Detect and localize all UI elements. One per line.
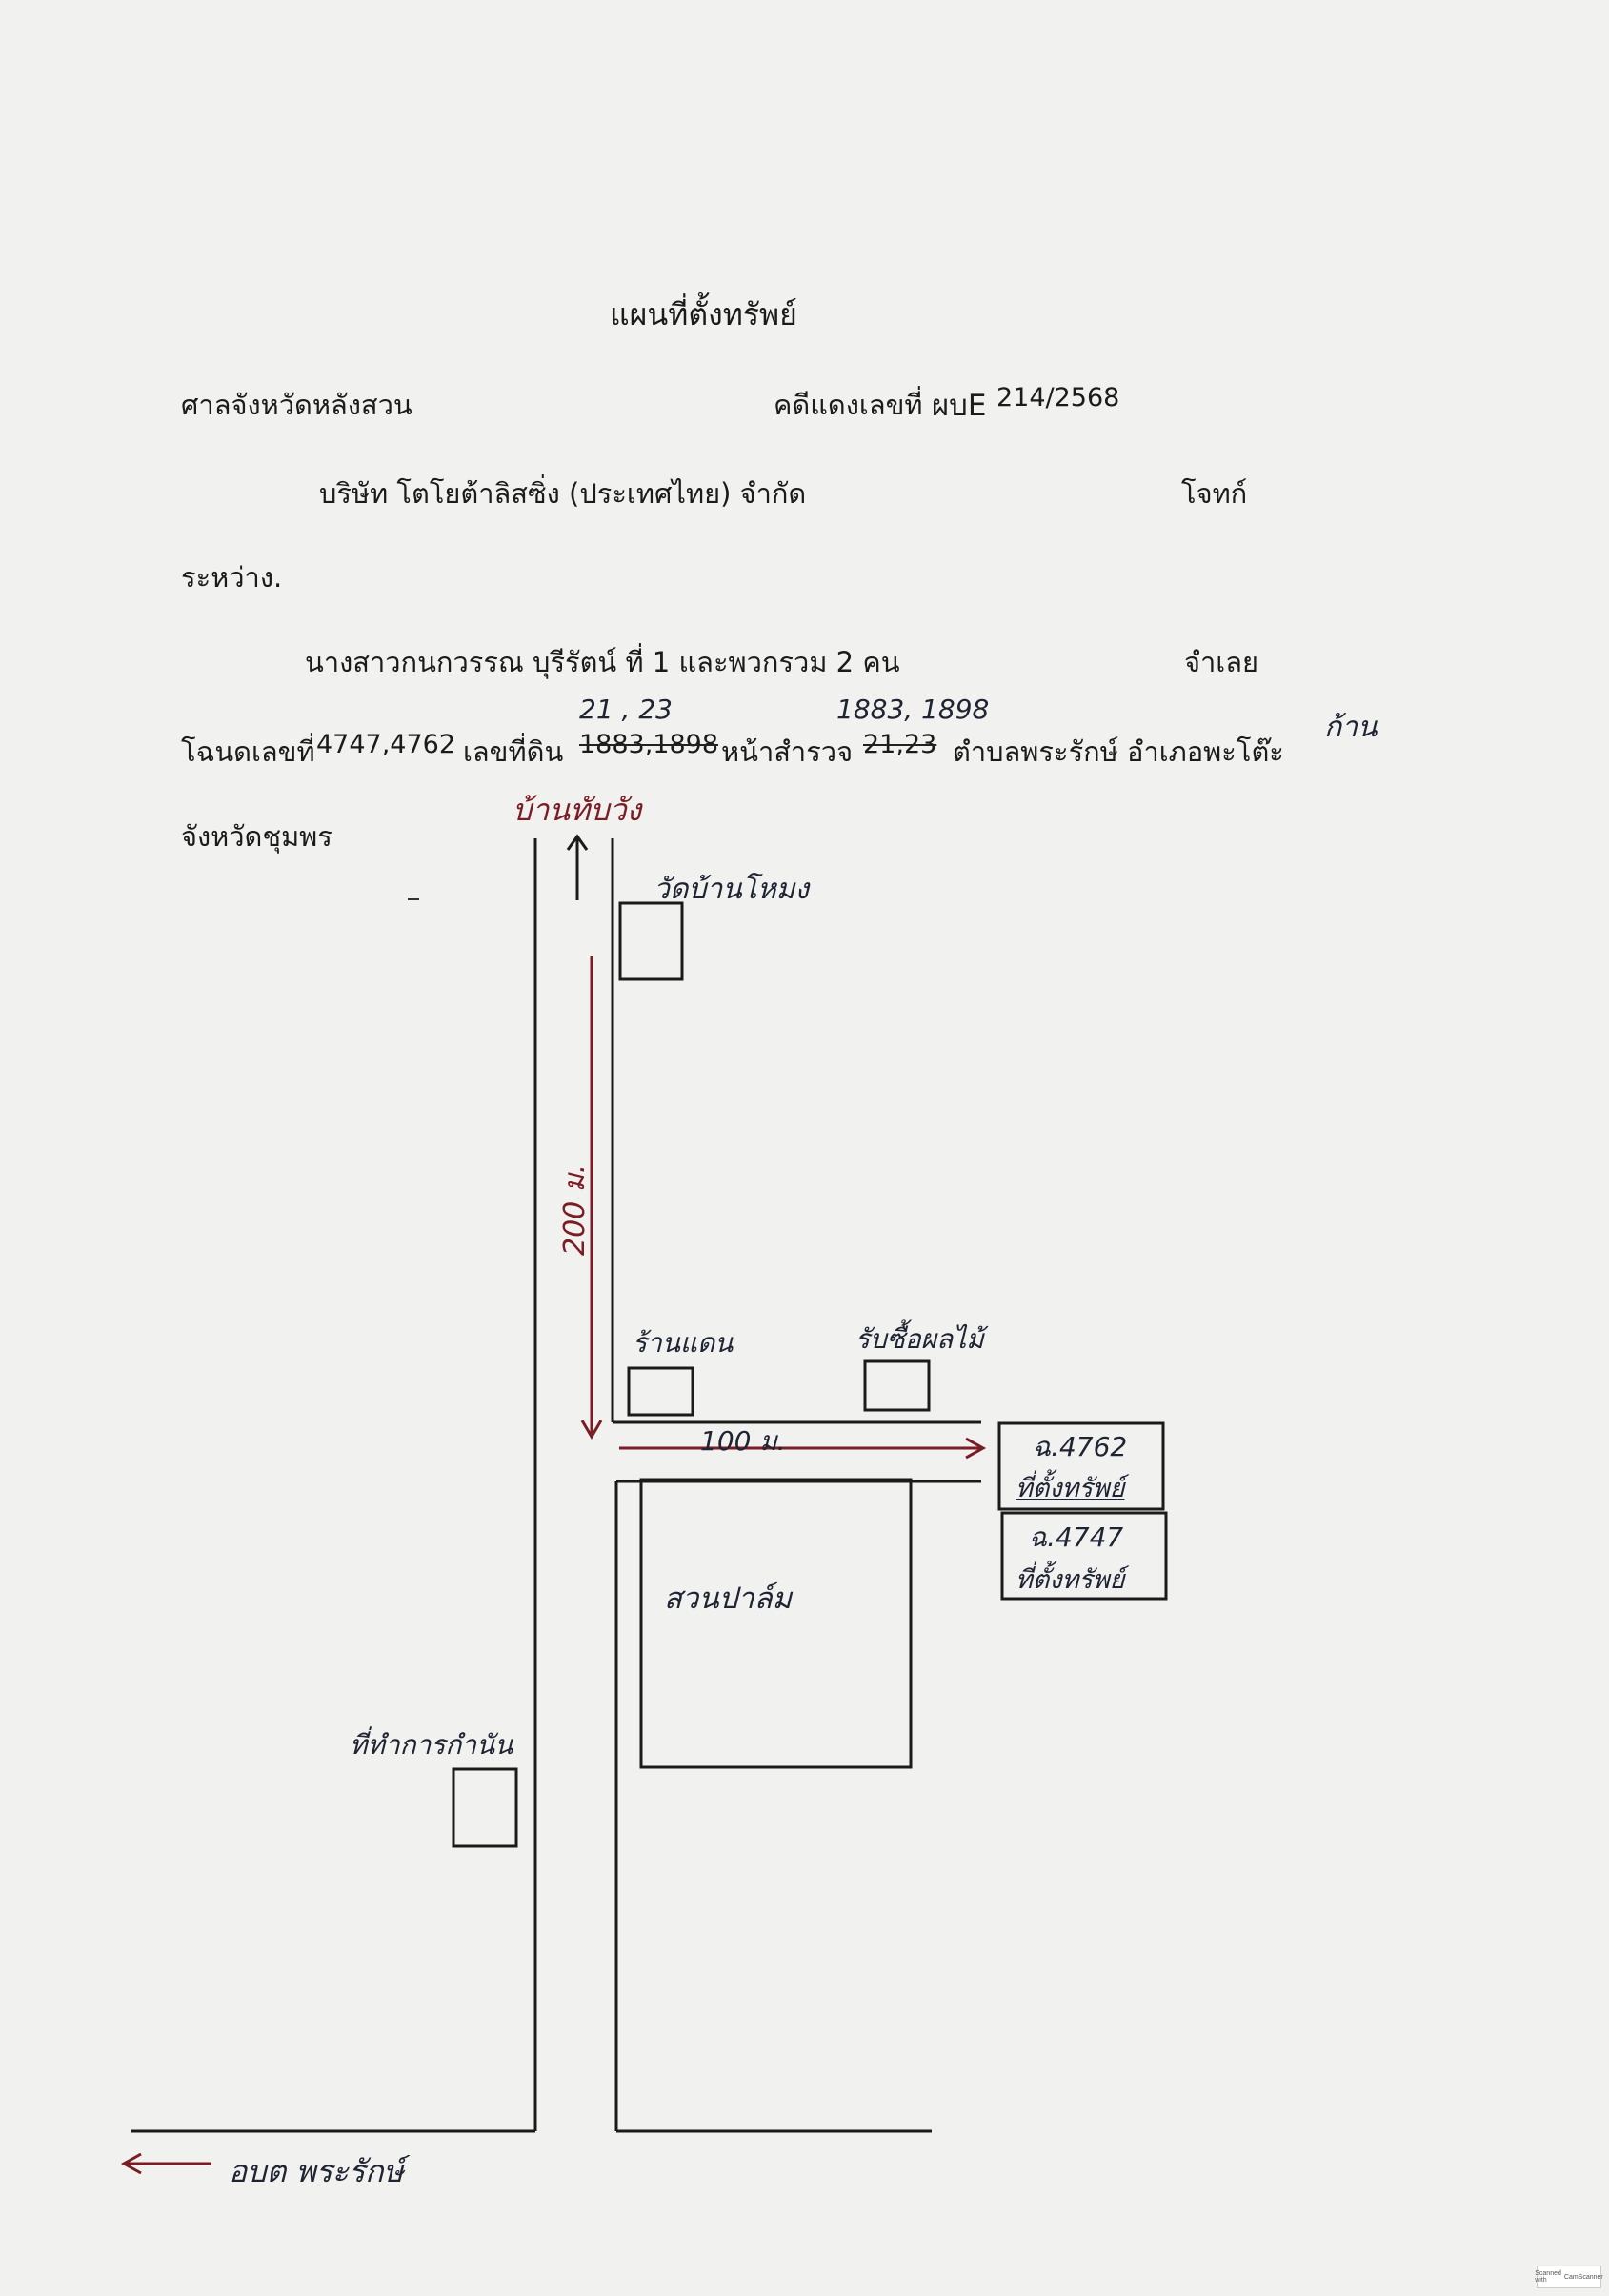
land-no-struck: 1883,1898 bbox=[579, 730, 719, 759]
office-box bbox=[452, 1767, 518, 1848]
defendant-role: จำเลย bbox=[1184, 646, 1258, 678]
arrow-head-left-icon bbox=[120, 2152, 142, 2175]
plaintiff-name: บริษัท โตโยต้าลิสซิ่ง (ประเทศไทย) จำกัด bbox=[319, 477, 807, 510]
case-label: คดีแดงเลขที่ bbox=[774, 389, 923, 421]
scanner-line1: Scanned with bbox=[1535, 2270, 1561, 2284]
survey-label: หน้าสำรวจ bbox=[721, 735, 854, 768]
deed-label: โฉนดเลขที่ bbox=[181, 735, 315, 768]
bottom-road-label: อบต พระรักษ์ bbox=[229, 2153, 404, 2189]
shop-left-box bbox=[627, 1366, 694, 1417]
temple-box bbox=[618, 901, 684, 981]
parcel-4762-label: ที่ตั้งทรัพย์ bbox=[1016, 1474, 1125, 1503]
temple-label: วัดบ้านโหมง bbox=[654, 873, 810, 906]
between-label: ระหว่าง. bbox=[181, 561, 283, 594]
plaintiff-role: โจทก์ bbox=[1181, 477, 1248, 510]
handwritten-initials: ก้าน bbox=[1324, 711, 1378, 744]
north-label: บ้านทับวัง bbox=[513, 792, 642, 828]
survey-corrected: 1883, 1898 bbox=[836, 694, 990, 725]
defendant-name: นางสาวกนกวรรณ บุรีรัตน์ ที่ 1 และพวกรวม … bbox=[305, 646, 900, 678]
shop-right-label: รับซื้อผลไม้ bbox=[855, 1323, 984, 1355]
land-no-corrected: 21 , 23 bbox=[579, 694, 673, 725]
arrow-head-down-icon bbox=[580, 1420, 603, 1440]
parcel-4747-box bbox=[1000, 1511, 1168, 1601]
location-text: ตำบลพระรักษ์ อำเภอพะโต๊ะ bbox=[953, 735, 1284, 768]
distance-200m-label: 200 ม. bbox=[558, 1163, 592, 1256]
parcel-4747-label: ที่ตั้งทรัพย์ bbox=[1016, 1565, 1125, 1595]
page-title: แผนที่ตั้งทรัพย์ bbox=[610, 296, 797, 332]
court-name: ศาลจังหวัดหลังสวน bbox=[181, 389, 412, 421]
plantation-box bbox=[639, 1478, 913, 1769]
scanner-badge: Scanned with CamScanner bbox=[1535, 2266, 1603, 2288]
parcel-4762-deed: ฉ.4762 bbox=[1033, 1431, 1128, 1462]
case-prefix: ผบE bbox=[932, 389, 987, 423]
arrow-head-right-icon bbox=[965, 1437, 987, 1460]
province-text: จังหวัดชุมพร bbox=[181, 820, 332, 853]
parcel-4762-box bbox=[997, 1421, 1165, 1511]
case-number: 214/2568 bbox=[996, 383, 1120, 413]
parcel-4747-deed: ฉ.4747 bbox=[1029, 1521, 1124, 1553]
north-arrow-icon bbox=[566, 834, 589, 851]
deed-numbers: 4747,4762 bbox=[316, 730, 456, 759]
distance-100m-label: 100 ม. bbox=[700, 1425, 786, 1457]
survey-struck: 21,23 bbox=[863, 730, 937, 759]
shop-right-box bbox=[863, 1359, 931, 1412]
plantation-label: สวนปาล์ม bbox=[664, 1581, 793, 1616]
scanner-line2: CamScanner bbox=[1563, 2273, 1603, 2281]
shop-left-label: ร้านแดน bbox=[633, 1327, 734, 1359]
office-label: ที่ทำการกำนัน bbox=[350, 1729, 513, 1761]
land-no-label: เลขที่ดิน bbox=[463, 735, 564, 768]
